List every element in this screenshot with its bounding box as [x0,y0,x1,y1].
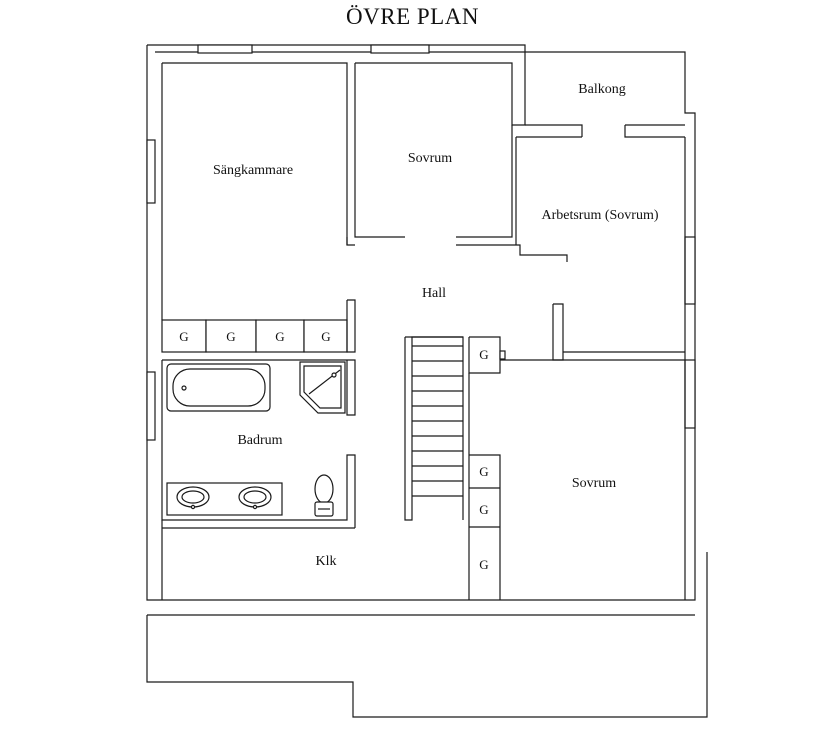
label-balkong: Balkong [578,82,625,97]
label-badrum: Badrum [237,433,282,448]
room-klk: Klk [161,520,355,600]
room-badrum: Badrum [161,359,356,528]
closet-row-sangkammare: G G G G [161,299,356,353]
label-arbetsrum: Arbetsrum (Sovrum) [541,208,658,223]
shower-icon [299,361,346,414]
room-balkong: Balkong [516,82,685,138]
closet-label: G [226,329,235,344]
outer-walls [146,44,708,718]
room-arbetsrum: Arbetsrum (Sovrum) [515,137,686,361]
staircase-icon [404,336,464,521]
plan-title: ÖVRE PLAN [346,4,479,29]
room-sangkammare: Sängkammare [161,62,405,320]
closet-label: G [479,502,488,517]
stair-treads [412,345,463,497]
label-sovrum-right: Sovrum [572,476,616,491]
sink-icon [166,482,283,516]
room-sovrum-top: Sovrum [408,125,568,262]
label-klk: Klk [316,554,337,569]
closet-label: G [479,557,488,572]
closet-label: G [275,329,284,344]
label-sangkammare: Sängkammare [213,163,293,178]
closet-label: G [179,329,188,344]
closet-label: G [479,347,488,362]
toilet-icon [314,474,334,517]
label-sovrum-top: Sovrum [408,151,452,166]
bathtub-icon [166,363,271,412]
closet-label: G [479,464,488,479]
closet-column-hall: G G G G [468,336,506,600]
closet-label: G [321,329,330,344]
room-sovrum-right: Sovrum [500,359,686,600]
label-hall: Hall [422,286,446,301]
